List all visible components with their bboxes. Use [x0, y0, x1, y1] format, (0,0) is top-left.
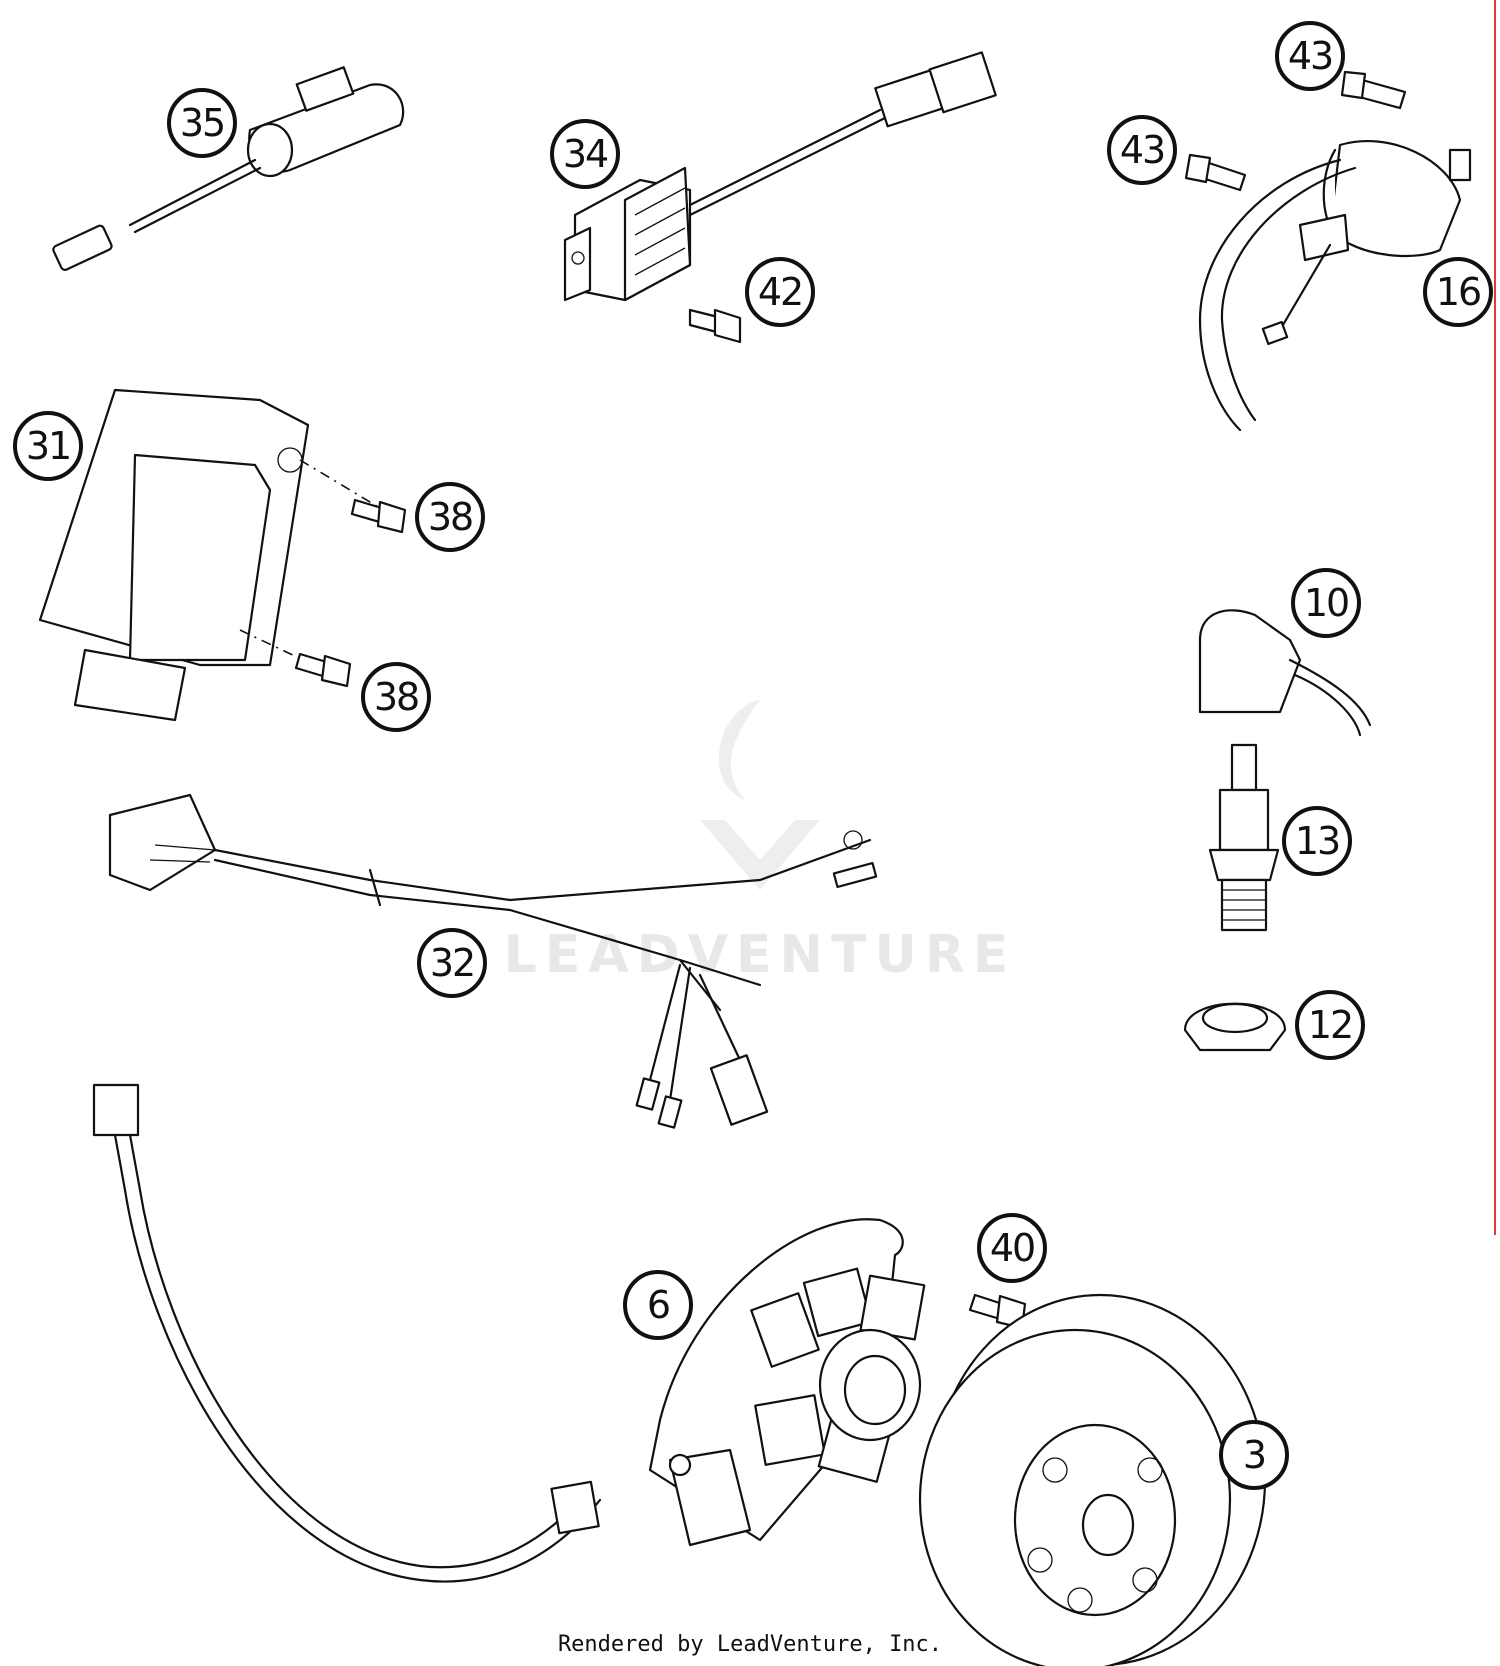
part-38-screw-b	[294, 652, 352, 688]
watermark-logo	[700, 700, 820, 890]
footer-credit: Rendered by LeadVenture, Inc.	[557, 1632, 943, 1657]
callout-43-a: 43	[1275, 21, 1345, 91]
part-38-screw-a	[350, 498, 407, 534]
svg-text:35: 35	[180, 101, 224, 145]
svg-text:42: 42	[758, 270, 802, 314]
callout-13: 13	[1282, 806, 1352, 876]
callout-10: 10	[1291, 568, 1361, 638]
callout-12: 12	[1295, 990, 1365, 1060]
callout-38-a: 38	[415, 482, 485, 552]
part-34-voltage-regulator	[563, 51, 997, 302]
part-35-connector	[52, 66, 405, 271]
part-43-screw-a	[1340, 70, 1407, 110]
callout-31: 31	[13, 411, 83, 481]
callout-34: 34	[550, 119, 620, 189]
right-edge-line	[1494, 0, 1496, 1235]
svg-text:38: 38	[374, 675, 418, 719]
part-43-screw-b	[1184, 153, 1247, 192]
svg-text:6: 6	[647, 1283, 669, 1327]
svg-text:43: 43	[1120, 128, 1164, 172]
part-42-screw	[688, 308, 742, 344]
svg-text:31: 31	[26, 424, 70, 468]
svg-text:40: 40	[990, 1226, 1034, 1270]
part-10-spark-plug-cap	[1198, 609, 1372, 737]
callout-43-b: 43	[1107, 115, 1177, 185]
callout-38-b: 38	[361, 662, 431, 732]
part-13-spark-plug	[1208, 743, 1280, 932]
svg-text:12: 12	[1308, 1003, 1352, 1047]
callout-3: 3	[1219, 1420, 1289, 1490]
part-32-wiring-harness	[108, 793, 878, 1129]
callout-42: 42	[745, 257, 815, 327]
svg-text:34: 34	[563, 132, 608, 176]
watermark-text: LEADVENTURE	[504, 925, 1017, 985]
svg-text:32: 32	[430, 941, 474, 985]
callout-16: 16	[1423, 257, 1493, 327]
svg-text:38: 38	[428, 495, 472, 539]
part-6-stator	[92, 1083, 926, 1583]
callout-40: 40	[977, 1213, 1047, 1283]
callout-35: 35	[167, 88, 237, 158]
part-12-grommet	[1183, 1002, 1287, 1052]
callout-6: 6	[623, 1270, 693, 1340]
svg-text:10: 10	[1304, 581, 1348, 625]
svg-text:43: 43	[1288, 34, 1332, 78]
part-31-cdi-unit	[38, 388, 381, 722]
part-16-ignition-coil	[1198, 140, 1472, 432]
part-3-flywheel-rotor	[918, 1293, 1267, 1666]
svg-text:13: 13	[1295, 819, 1339, 863]
svg-text:3: 3	[1243, 1433, 1265, 1477]
svg-text:16: 16	[1436, 270, 1480, 314]
callout-32: 32	[417, 928, 487, 998]
